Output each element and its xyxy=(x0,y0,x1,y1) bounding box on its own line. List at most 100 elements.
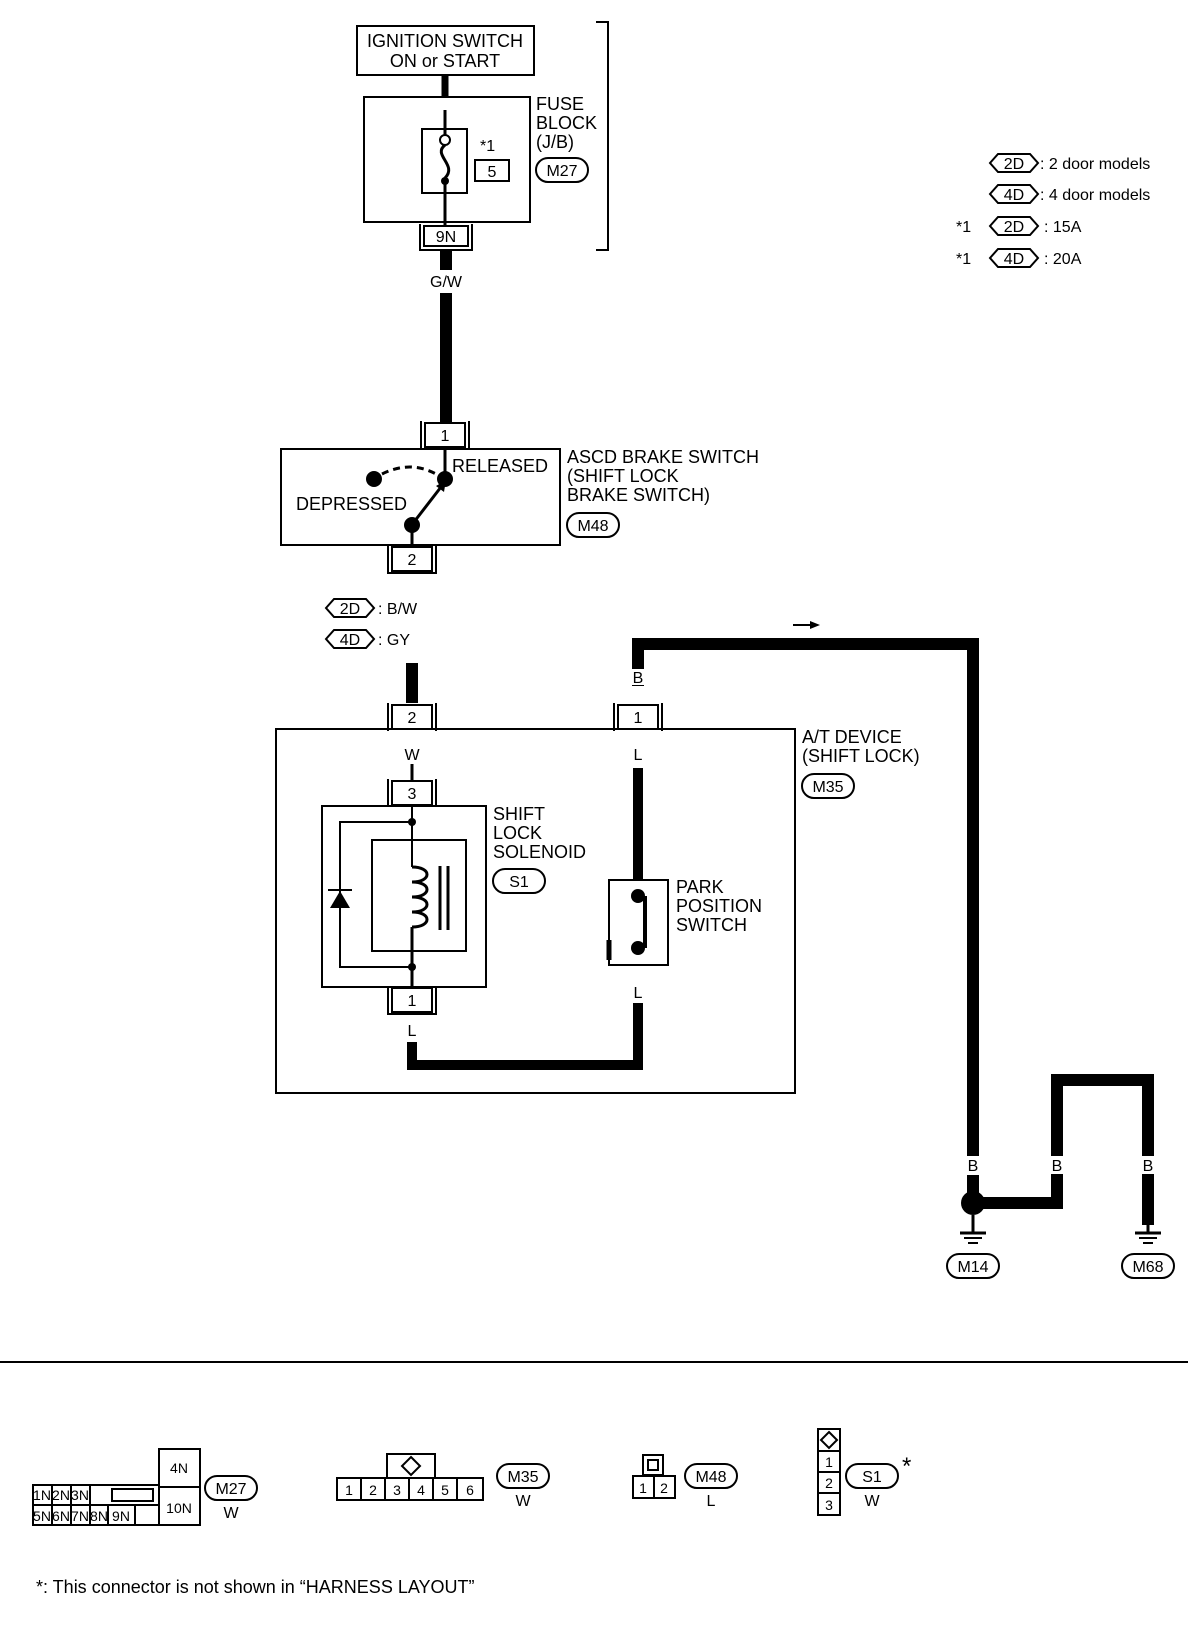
ignition-label-2: ON or START xyxy=(390,51,500,71)
s1-color: W xyxy=(864,1493,880,1510)
connector-view-s1: 1 2 3 S1 * W xyxy=(817,1428,911,1516)
ignition-switch: IGNITION SWITCH ON or START xyxy=(356,25,535,76)
ground-symbol-m68 xyxy=(1135,1225,1161,1244)
legend-text: : 4 door models xyxy=(1040,187,1150,204)
legend-text: : 20A xyxy=(1044,251,1082,268)
park-switch-label-3: SWITCH xyxy=(676,915,747,935)
m27-pin: 1N xyxy=(33,1487,51,1503)
m27-pin: 5N xyxy=(33,1508,51,1524)
ground-symbol-m14 xyxy=(960,1215,986,1244)
m27-pin: 7N xyxy=(71,1508,89,1524)
legend-text: : 2 door models xyxy=(1040,156,1150,173)
legend-tag: 4D xyxy=(1004,251,1024,268)
at-device-label-1: A/T DEVICE xyxy=(802,727,902,747)
wire-label-b-m68: B xyxy=(1143,1158,1154,1175)
s1-pin: 3 xyxy=(825,1497,833,1513)
solenoid-label-3: SOLENOID xyxy=(493,842,586,862)
variant-4d-tag: 4D xyxy=(340,632,360,649)
wire-label-b-mid: B xyxy=(1052,1158,1063,1175)
at-device-pin-w: 2 xyxy=(408,710,417,727)
wire-b-ground-link xyxy=(973,1074,1154,1225)
m27-color: W xyxy=(223,1505,239,1522)
fuse-block-bracket xyxy=(596,21,609,251)
fuse-block: *1 5 FUSE BLOCK (J/B) M27 xyxy=(363,94,597,225)
brake-switch-label-3: BRAKE SWITCH) xyxy=(567,485,710,505)
m48-pin: 1 xyxy=(639,1480,647,1496)
variant-2d-color: : B/W xyxy=(378,601,418,618)
wire-label-gw: G/W xyxy=(430,274,463,291)
brake-switch-released: RELEASED xyxy=(452,456,548,476)
ground-m14: M14 xyxy=(957,1259,988,1276)
variant-2d-tag: 2D xyxy=(340,601,360,618)
m27-pin: 9N xyxy=(112,1508,130,1524)
fuse-block-label-3: (J/B) xyxy=(536,132,574,152)
legend-text: : 15A xyxy=(1044,219,1082,236)
legend-prefix: *1 xyxy=(956,251,971,268)
solenoid-connector: S1 xyxy=(509,874,529,891)
m48-color: L xyxy=(707,1493,716,1510)
connector-view-m48: 1 2 M48 L xyxy=(632,1454,738,1510)
m35-pin: 2 xyxy=(369,1482,377,1498)
legend-row: 4D : 4 door models xyxy=(988,184,1150,204)
wire-label-l-sol: L xyxy=(408,1023,417,1040)
wire-label-b-m14: B xyxy=(968,1158,979,1175)
legend-tag: 2D xyxy=(1004,219,1024,236)
wire-variant-labels: 2D : B/W 4D : GY xyxy=(324,598,418,649)
legend-row: *1 4D : 20A xyxy=(956,248,1082,268)
solenoid-pin-top: 3 xyxy=(408,786,417,803)
terminal-9n-label: 9N xyxy=(436,229,456,246)
fuse-block-connector: M27 xyxy=(546,163,577,180)
wire-l-loop xyxy=(407,1042,643,1070)
m27-pin: 8N xyxy=(90,1508,108,1524)
solenoid-label-1: SHIFT xyxy=(493,804,545,824)
park-switch-label-1: PARK xyxy=(676,877,724,897)
connector-view-m27: 1N 2N 3N 5N 6N 7N 8N 9N 4N 10N M27 W xyxy=(32,1448,258,1526)
fuse-block-label-2: BLOCK xyxy=(536,113,597,133)
park-switch-label-2: POSITION xyxy=(676,896,762,916)
s1-star: * xyxy=(902,1453,911,1480)
s1-pin: 1 xyxy=(825,1454,833,1470)
m48-name: M48 xyxy=(695,1469,726,1486)
legend-row: 2D : 2 door models xyxy=(988,153,1150,173)
connector-view-m35: 1 2 3 4 5 6 M35 W xyxy=(336,1453,550,1510)
legend-tag: 4D xyxy=(1004,187,1024,204)
m27-pin: 3N xyxy=(71,1487,89,1503)
park-position-switch: PARK POSITION SWITCH xyxy=(606,877,762,966)
s1-pin: 2 xyxy=(825,1475,833,1491)
shift-lock-solenoid: 3 SHIFT LOCK SOLENOID S1 1 xyxy=(321,779,586,1015)
brake-switch-depressed: DEPRESSED xyxy=(296,494,407,514)
at-device-pin-b: 1 xyxy=(634,710,643,727)
terminal-9n: 9N xyxy=(419,224,473,251)
splice-point xyxy=(961,1191,985,1215)
direction-arrow xyxy=(793,621,820,629)
wire-label-l-upper: L xyxy=(634,747,643,764)
m48-pin: 2 xyxy=(660,1480,668,1496)
brake-switch: 1 RELEASED DEPRESSED ASCD BRAKE SWITCH (… xyxy=(280,421,759,574)
at-device-label-2: (SHIFT LOCK) xyxy=(802,746,920,766)
brake-switch-label-2: (SHIFT LOCK xyxy=(567,466,679,486)
wire-label-b-top: B xyxy=(633,670,644,687)
footnote: *: This connector is not shown in “HARNE… xyxy=(36,1577,475,1597)
wire-label-l-park: L xyxy=(634,985,643,1002)
solenoid-label-2: LOCK xyxy=(493,823,542,843)
brake-switch-connector: M48 xyxy=(577,518,608,535)
m35-color: W xyxy=(515,1493,531,1510)
m27-pin: 2N xyxy=(52,1487,70,1503)
m35-pin: 5 xyxy=(441,1482,449,1498)
wire-b-to-ground xyxy=(632,638,979,1165)
ground-m68: M68 xyxy=(1132,1259,1163,1276)
brake-switch-pin-bottom: 2 xyxy=(408,552,417,569)
legend-prefix: *1 xyxy=(956,219,971,236)
fuse-note-mark: *1 xyxy=(480,138,495,155)
m27-pin: 10N xyxy=(166,1500,192,1516)
m35-pin: 3 xyxy=(393,1482,401,1498)
legend-row: *1 2D : 15A xyxy=(956,216,1082,236)
ground-section: B B B M14 M68 xyxy=(946,1074,1175,1279)
m27-name: M27 xyxy=(215,1481,246,1498)
brake-switch-pin-top: 1 xyxy=(441,428,450,445)
m27-pin: 4N xyxy=(170,1460,188,1476)
ignition-label-1: IGNITION SWITCH xyxy=(367,31,523,51)
variant-4d-color: : GY xyxy=(378,632,410,649)
m35-pin: 1 xyxy=(345,1482,353,1498)
